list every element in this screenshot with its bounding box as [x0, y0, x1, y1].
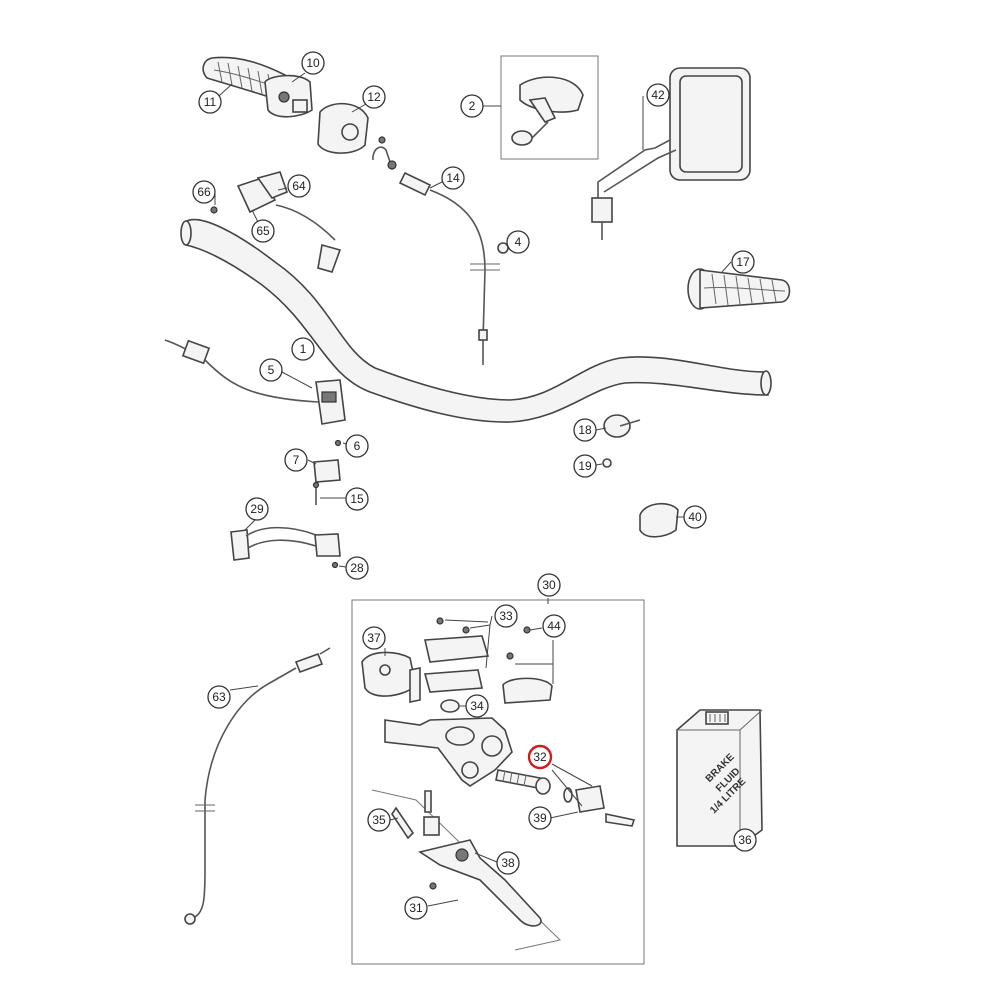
- svg-text:30: 30: [542, 578, 556, 592]
- callout-63: 63: [207, 685, 231, 709]
- svg-text:4: 4: [515, 235, 522, 249]
- left-grip: [687, 268, 791, 310]
- callout-10: 10: [301, 51, 325, 75]
- callout-37: 37: [362, 626, 386, 650]
- callout-18: 18: [573, 418, 597, 442]
- kill-switch-clamp: [210, 171, 342, 273]
- lever-assembly: [371, 789, 562, 951]
- callout-4: 4: [506, 230, 530, 254]
- callout-11: 11: [198, 90, 222, 114]
- callout-17: 17: [731, 250, 755, 274]
- callout-32-highlighted: 32: [527, 744, 553, 770]
- callout-15: 15: [345, 487, 369, 511]
- seal-34: [440, 699, 460, 713]
- callout-29: 29: [245, 497, 269, 521]
- vent-cap: [511, 76, 584, 146]
- callout-42: 42: [646, 83, 670, 107]
- svg-text:65: 65: [256, 224, 270, 238]
- callout-30: 30: [537, 573, 561, 597]
- svg-text:18: 18: [578, 423, 592, 437]
- svg-text:19: 19: [578, 459, 592, 473]
- svg-text:42: 42: [651, 88, 665, 102]
- svg-text:35: 35: [372, 813, 386, 827]
- throttle-cover: [317, 102, 386, 154]
- callout-40: 40: [683, 505, 707, 529]
- svg-text:32: 32: [533, 750, 547, 764]
- svg-text:14: 14: [446, 171, 460, 185]
- svg-text:2: 2: [469, 99, 476, 113]
- clamp-37: [361, 651, 421, 703]
- svg-text:28: 28: [350, 561, 364, 575]
- svg-text:64: 64: [292, 179, 306, 193]
- callout-36: 36: [733, 828, 757, 852]
- svg-text:38: 38: [501, 856, 515, 870]
- svg-text:1: 1: [300, 342, 307, 356]
- callout-12: 12: [362, 85, 386, 109]
- callout-5: 5: [259, 358, 283, 382]
- svg-text:34: 34: [470, 699, 484, 713]
- piston-32: [495, 769, 636, 827]
- throttle-housing: [264, 74, 313, 118]
- svg-text:12: 12: [367, 90, 381, 104]
- part-2-box: [500, 55, 599, 160]
- cable-clip: [603, 414, 641, 438]
- callout-66: 66: [192, 180, 216, 204]
- callout-35: 35: [367, 808, 391, 832]
- callout-1: 1: [291, 337, 315, 361]
- nut-19: [602, 458, 612, 468]
- svg-text:7: 7: [293, 453, 300, 467]
- handlebar: [184, 218, 769, 423]
- callout-28: 28: [345, 556, 369, 580]
- callout-44: 44: [542, 614, 566, 638]
- hot-start-cable: [372, 146, 500, 365]
- svg-text:40: 40: [688, 510, 702, 524]
- svg-text:39: 39: [533, 811, 547, 825]
- callout-19: 19: [573, 454, 597, 478]
- cable-63: [184, 647, 331, 925]
- callout-64: 64: [287, 174, 311, 198]
- master-cylinder-box: [351, 599, 645, 965]
- svg-text:6: 6: [354, 439, 361, 453]
- handlebar-end: [760, 370, 772, 396]
- callout-6: 6: [345, 434, 369, 458]
- svg-text:15: 15: [350, 492, 364, 506]
- reservoir-cover: [423, 617, 490, 693]
- leader-lines: [214, 72, 732, 907]
- screw-6: [334, 439, 342, 447]
- svg-text:33: 33: [499, 609, 513, 623]
- callout-34: 34: [465, 694, 489, 718]
- nut-4: [497, 242, 509, 254]
- svg-text:5: 5: [268, 363, 275, 377]
- brake-fluid-bottle: BRAKE FLUID 1/4 LITRE: [676, 709, 763, 847]
- svg-text:44: 44: [547, 619, 561, 633]
- callout-31: 31: [404, 896, 428, 920]
- svg-text:11: 11: [204, 95, 217, 109]
- callout-39: 39: [528, 806, 552, 830]
- svg-text:31: 31: [409, 901, 423, 915]
- handlebar-switch: [230, 526, 341, 569]
- callout-14: 14: [441, 166, 465, 190]
- clamp-40: [639, 502, 679, 538]
- callout-33: 33: [494, 604, 518, 628]
- svg-text:17: 17: [736, 255, 750, 269]
- bracket-7: [313, 459, 341, 483]
- bolt-15: [312, 481, 320, 505]
- switch-with-wire: [164, 339, 346, 425]
- clamp-44: [502, 626, 553, 704]
- handlebar-end-left: [180, 220, 192, 246]
- callout-2: 2: [460, 94, 484, 118]
- callout-65: 65: [251, 219, 275, 243]
- callout-38: 38: [496, 851, 520, 875]
- svg-text:10: 10: [306, 56, 320, 70]
- master-cylinder-body: [384, 717, 513, 787]
- svg-text:29: 29: [250, 502, 264, 516]
- mirror: [591, 67, 751, 240]
- svg-text:66: 66: [197, 185, 211, 199]
- svg-text:63: 63: [212, 690, 226, 704]
- callout-7: 7: [284, 448, 308, 472]
- svg-text:36: 36: [738, 833, 752, 847]
- svg-text:37: 37: [367, 631, 381, 645]
